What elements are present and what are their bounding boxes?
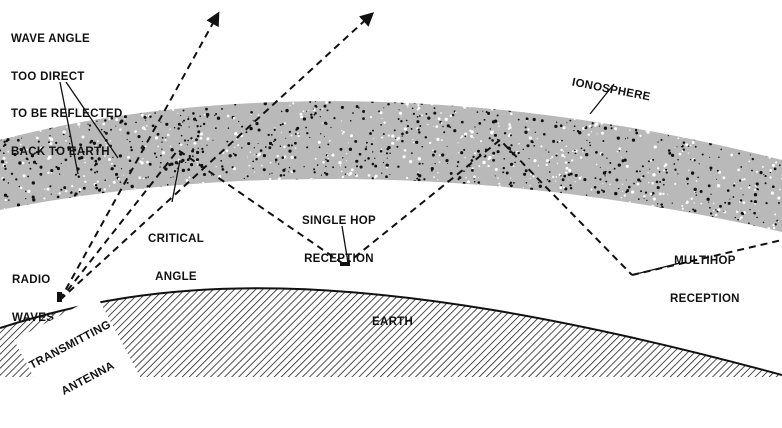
critical-angle-label: CRITICAL ANGLE xyxy=(148,208,204,308)
multihop-label: MULTIHOP RECEPTION xyxy=(670,230,740,330)
wave-angle-label: WAVE ANGLE TOO DIRECT TO BE REFLECTED BA… xyxy=(11,8,123,183)
radio-propagation-diagram: WAVE ANGLE TOO DIRECT TO BE REFLECTED BA… xyxy=(0,0,782,377)
antenna-mast xyxy=(57,292,62,302)
single-hop-label: SINGLE HOP RECEPTION xyxy=(302,190,376,290)
earth-label: EARTH xyxy=(372,291,413,354)
